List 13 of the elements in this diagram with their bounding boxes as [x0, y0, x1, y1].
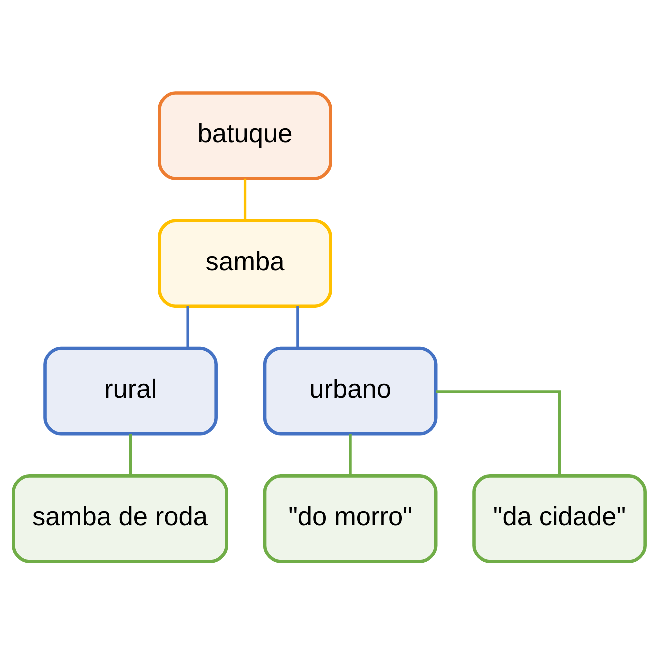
- connector: [129, 434, 132, 476]
- connector: [349, 434, 352, 476]
- node-box: samba: [158, 219, 332, 308]
- node-box: "da cidade": [472, 474, 647, 564]
- node-box: "do morro": [263, 474, 438, 564]
- connector: [186, 306, 190, 348]
- connector: [296, 306, 300, 348]
- node-box: urbano: [263, 346, 438, 436]
- connector: [436, 390, 562, 476]
- connector: [244, 178, 247, 221]
- node-box: rural: [44, 346, 218, 436]
- node-box: batuque: [158, 92, 332, 180]
- node-box: samba de roda: [12, 474, 228, 564]
